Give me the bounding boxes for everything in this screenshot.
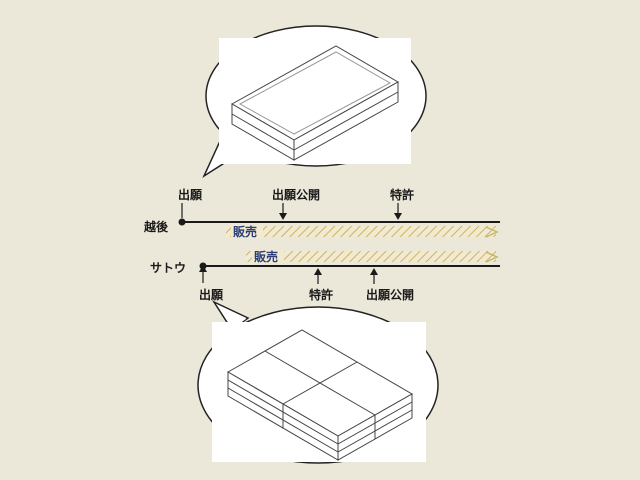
divided-box-illustration [226,329,414,461]
sale-label-bottom: 販売 [254,249,278,264]
event-bottom-patent-arrow [314,268,322,275]
single-box-illustration [230,45,400,161]
timeline-top: 越後 出願 出願公開 特許 販売 [143,187,500,239]
event-top-patent-label: 特許 [390,187,414,202]
event-bottom-publication-arrow [370,268,378,275]
sale-label-top: 販売 [233,224,257,239]
event-bottom-filing-label: 出願 [199,287,224,302]
event-top-publication-label: 出願公開 [272,187,320,202]
bottom-bubble [197,300,439,464]
event-top-patent-arrow [394,213,402,220]
sale-band-top [226,226,496,237]
top-bubble [202,25,427,178]
timeline-top-start-dot [178,218,186,226]
event-bottom-publication-label: 出願公開 [366,287,414,302]
company-label-echigo: 越後 [143,219,169,234]
company-label-satou: サトウ [150,261,186,275]
event-top-filing-label: 出願 [178,187,203,202]
event-bottom-patent-label: 特許 [309,287,333,302]
sale-band-bottom [246,251,496,262]
timeline-bottom: 販売 サトウ 出願 特許 出願公開 [150,249,500,302]
event-bottom-filing-arrow [199,265,207,272]
event-top-publication-arrow [279,213,287,220]
